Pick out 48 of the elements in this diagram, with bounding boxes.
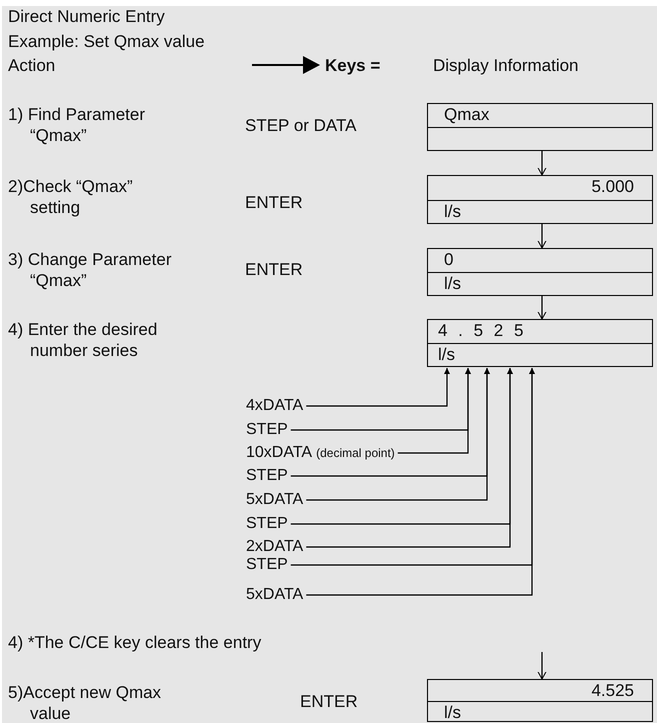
arrow [538,296,546,320]
key-text: ENTER [245,259,304,280]
leader-line [306,368,450,407]
column-heading: Display Information [433,55,580,76]
display-text: l/s [444,202,461,220]
key-text: 2xDATA [246,537,304,557]
step-text: 4) Enter the desired number series [8,319,158,361]
display-text: 4 . 5 2 5 [438,321,524,340]
title: Direct Numeric Entry [8,6,165,27]
display-text: Qmax [444,105,490,124]
display-text: 4.525 [591,681,634,700]
column-heading: Action [8,55,56,76]
arrow [538,224,546,248]
display-text: l/s [444,274,461,293]
leader-line [306,368,535,596]
display-screen [427,319,653,367]
key-text: STEP or DATA [245,115,358,136]
subtitle: Example: Set Qmax value [8,31,206,52]
step-text: 5)Accept new Qmax value [8,682,162,723]
display-text: l/s [438,345,455,364]
key-text: ENTER [300,691,359,712]
key-text: STEP [246,466,288,486]
display-text: l/s [444,702,461,722]
step-text: 1) Find Parameter “Qmax” [8,104,146,146]
leader-line [398,368,471,454]
key-text: 4xDATA [246,396,304,416]
key-text: 10xDATA [246,444,312,461]
key-text: STEP [246,555,288,575]
display-screen [427,248,653,296]
step-text: 2)Check “Qmax” setting [8,176,134,218]
key-text: STEP [246,514,288,534]
column-heading: Keys = [325,55,382,76]
note-text: (decimal point) [316,446,395,460]
key-text: 5xDATA [246,585,304,605]
key-text: STEP [246,420,288,440]
note-text: 4) *The C/CE key clears the entry [8,632,262,653]
display-text: 0 [444,250,454,269]
display-screen [427,175,653,224]
key-text: ENTER [245,192,304,213]
step-text: 3) Change Parameter “Qmax” [8,249,172,291]
display-screen [427,679,653,722]
arrow [538,652,546,680]
key-text: 5xDATA [246,490,304,510]
display-screen [427,103,653,151]
leader-line [306,368,513,548]
display-text: 5.000 [591,177,634,196]
arrow [538,151,546,176]
leader-line [306,368,490,501]
